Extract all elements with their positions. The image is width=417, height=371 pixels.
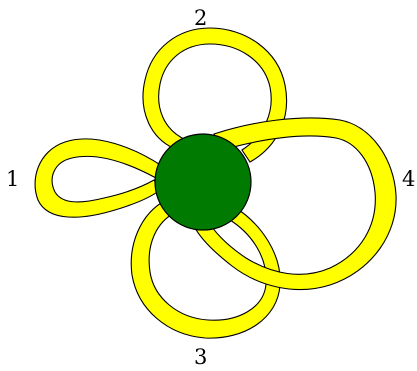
label-1: 1: [6, 167, 19, 191]
label-3: 3: [194, 345, 207, 369]
label-2: 2: [194, 6, 207, 30]
label-4: 4: [402, 167, 415, 191]
center-hub: [155, 134, 251, 230]
loop-1-band: [35, 139, 162, 217]
